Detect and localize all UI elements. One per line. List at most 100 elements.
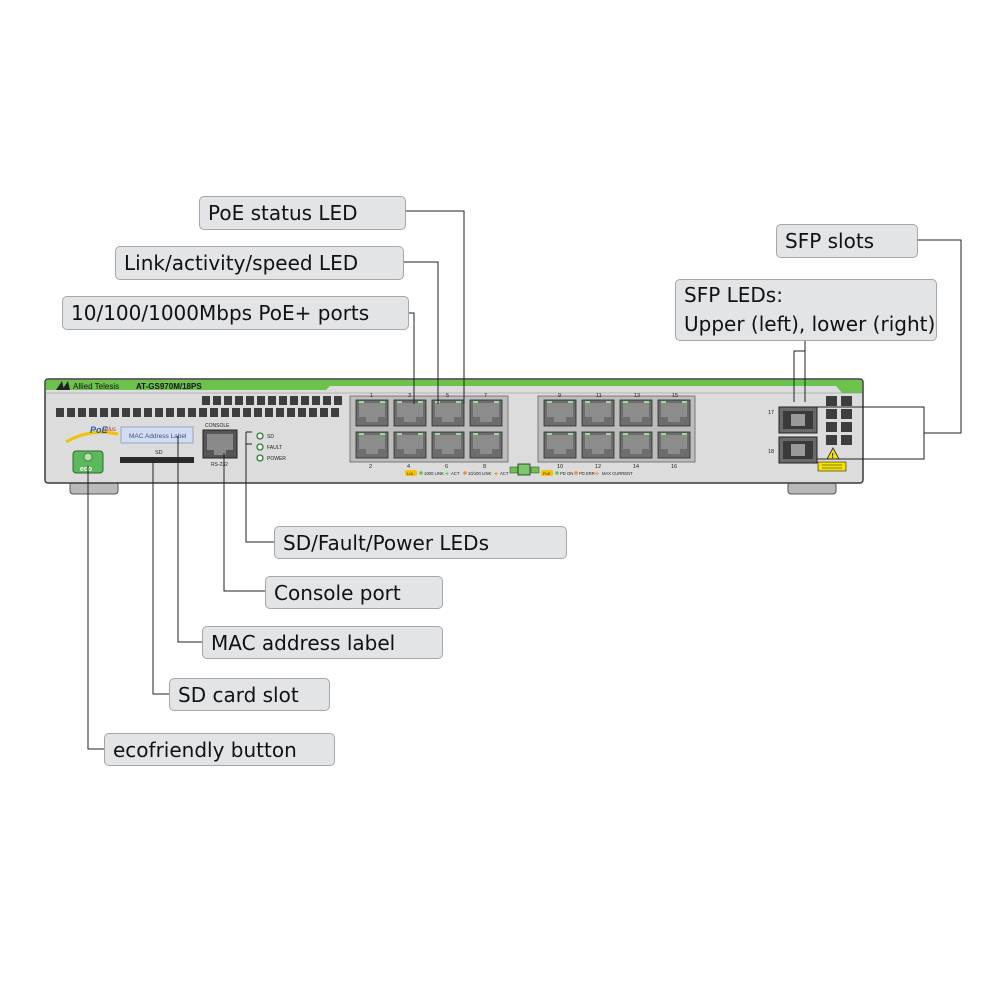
port-number: 14 <box>633 464 639 470</box>
legend-act-1: ACT <box>451 471 460 476</box>
port-mode-switch[interactable] <box>517 463 531 476</box>
vent-slot <box>144 408 152 417</box>
leader-mac-label <box>177 436 204 643</box>
port-led <box>568 401 573 403</box>
vent-slot <box>243 408 251 417</box>
rj45-port[interactable] <box>393 399 427 427</box>
rj45-port[interactable] <box>657 431 691 459</box>
model-name: AT-GS970M/18PS <box>136 382 202 391</box>
port-led <box>456 433 461 435</box>
vent-slot <box>177 408 185 417</box>
legend-led-badge-text: L/A <box>407 471 413 476</box>
rj45-port[interactable] <box>619 431 653 459</box>
vent-slot <box>166 408 174 417</box>
sfp-number-18: 18 <box>768 449 774 455</box>
port-led <box>661 433 666 435</box>
rj45-port[interactable] <box>543 431 577 459</box>
vent-slot <box>276 408 284 417</box>
port-number: 1 <box>370 393 373 399</box>
rj45-port[interactable] <box>469 431 503 459</box>
callout-eco-button: ecofriendly button <box>104 733 335 766</box>
rj45-port[interactable] <box>581 431 615 459</box>
port-led <box>682 401 687 403</box>
rj45-port[interactable] <box>355 431 389 459</box>
legend-1000-link: 1000 LINK <box>424 471 444 476</box>
svg-text:!: ! <box>832 453 834 460</box>
leader-sd-slot <box>152 460 171 695</box>
port-led <box>418 401 423 403</box>
poe-logo: PoE <box>90 425 109 435</box>
port-led <box>359 401 364 403</box>
mac-address-label <box>120 426 194 444</box>
legend-10-100-link: 10/100 LINK <box>468 471 491 476</box>
legend-poe-badge-text: PoE <box>543 471 551 476</box>
rj45-port[interactable] <box>657 399 691 427</box>
sfp-slot-18[interactable] <box>778 436 818 464</box>
legend-pd-err: PD ERR <box>579 471 595 476</box>
vent-slot <box>287 408 295 417</box>
rj45-port[interactable] <box>543 399 577 427</box>
console-label: CONSOLE <box>205 423 230 429</box>
port-led <box>661 401 666 403</box>
port-led-legend: L/A 1000 LINK + ACT 10/100 LINK + ACT Po… <box>405 463 633 478</box>
port-led <box>435 433 440 435</box>
vent-slot <box>323 396 331 405</box>
rj45-port[interactable] <box>469 399 503 427</box>
brand-stripe <box>46 380 862 393</box>
callout-sfp-leds: SFP LEDs: Upper (left), lower (right) <box>675 279 937 341</box>
vent-slot <box>331 408 339 417</box>
sd-card-slot[interactable] <box>120 457 194 463</box>
vent-slot <box>202 396 210 405</box>
legend-act-2: ACT <box>500 471 509 476</box>
vent-slot <box>224 396 232 405</box>
rj45-port[interactable] <box>393 431 427 459</box>
brand-name: Allied Telesis <box>73 382 119 391</box>
rj45-port[interactable] <box>431 431 465 459</box>
port-led <box>568 433 573 435</box>
callout-poe-status-led: PoE status LED <box>199 196 406 230</box>
vent-slot <box>89 408 97 417</box>
legend-poe-badge <box>541 470 553 476</box>
sfp-slot-17[interactable] <box>778 406 818 434</box>
port-number: 3 <box>408 393 411 399</box>
rj45-port[interactable] <box>619 399 653 427</box>
vent-slot <box>78 408 86 417</box>
rj45-port[interactable] <box>581 399 615 427</box>
legend-dot-100 <box>463 471 467 475</box>
callout-sfp-leds-line2: Upper (left), lower (right) <box>684 312 936 336</box>
vent-slot <box>298 408 306 417</box>
vent-slot <box>841 409 852 419</box>
vent-slot <box>320 408 328 417</box>
eco-button[interactable]: eco <box>72 450 104 474</box>
vent-slot <box>290 396 298 405</box>
sfp-number-17: 17 <box>768 410 774 416</box>
vent-slot <box>199 408 207 417</box>
vent-slot <box>312 396 320 405</box>
port-led <box>397 433 402 435</box>
leader-link-led <box>404 261 439 404</box>
port-number: 10 <box>557 464 563 470</box>
vent-slot <box>334 396 342 405</box>
leader-console-port <box>223 453 267 592</box>
vent-slot <box>221 408 229 417</box>
legend-dot-pd-on <box>555 471 559 475</box>
status-led-label: POWER <box>267 456 286 462</box>
vent-row-bottom <box>56 408 339 417</box>
rj45-port[interactable] <box>431 399 465 427</box>
port-led <box>585 401 590 403</box>
legend-plus-orange-1: + <box>494 471 498 478</box>
console-port[interactable] <box>202 429 238 459</box>
port-number: 16 <box>671 464 677 470</box>
callout-link-led: Link/activity/speed LED <box>115 246 404 280</box>
vent-slot <box>841 422 852 432</box>
legend-plus-green-1: + <box>445 471 449 478</box>
leader-status-leds <box>245 443 274 543</box>
port-led <box>494 401 499 403</box>
rj45-port[interactable] <box>355 399 389 427</box>
vent-slot <box>279 396 287 405</box>
vent-slot <box>826 409 837 419</box>
port-led <box>473 433 478 435</box>
leader-eco-button <box>87 466 106 750</box>
vent-slot <box>232 408 240 417</box>
